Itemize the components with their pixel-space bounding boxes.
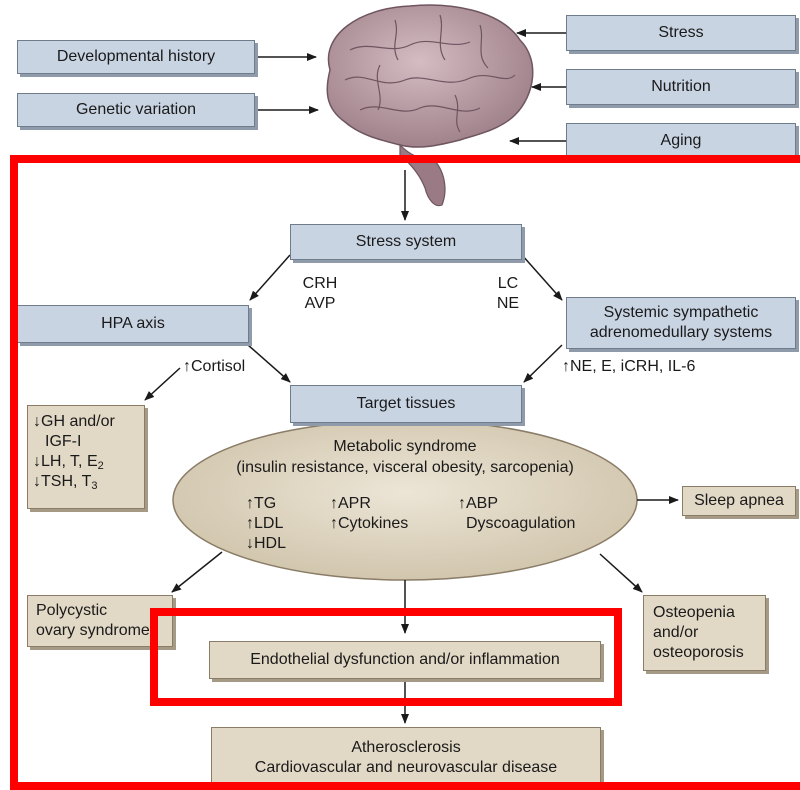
stress-system-label: Stress system — [355, 233, 457, 250]
left-mediators: CRH AVP — [300, 274, 340, 314]
aging-box: Aging — [566, 123, 796, 159]
developmental-history-label: Developmental history — [56, 48, 216, 65]
mediator-crh: CRH — [302, 275, 338, 292]
sympathetic-line-1: Systemic sympathetic — [603, 304, 759, 321]
mediator-lc: LC — [497, 275, 519, 292]
developmental-history-box: Developmental history — [17, 40, 255, 74]
sleep-apnea-label: Sleep apnea — [694, 492, 784, 509]
metabolic-col-3: ↑ABP Dyscoagulation — [458, 494, 575, 534]
hormone-tsh: ↓TSH, T3 — [33, 472, 115, 492]
stress-label: Stress — [658, 24, 704, 41]
nutrition-label: Nutrition — [651, 78, 711, 95]
mediator-ne: NE — [496, 295, 520, 312]
hormone-igf: IGF-I — [45, 433, 82, 450]
metabolic-ldl: ↑LDL — [246, 515, 284, 532]
cortisol-label: ↑Cortisol — [183, 358, 246, 375]
pcos-line-1: Polycystic — [36, 602, 108, 619]
metabolic-tg: ↑TG — [246, 495, 277, 512]
mediator-avp: AVP — [304, 295, 336, 312]
athero-line-1: Atherosclerosis — [351, 739, 461, 756]
osteo-box: Osteopenia and/or osteoporosis — [643, 595, 766, 671]
hormone-lh: ↓LH, T, E2 — [33, 452, 115, 472]
hormone-gh: ↓GH and/or — [33, 413, 115, 430]
osteo-line-3: osteoporosis — [653, 644, 744, 661]
metabolic-apr: ↑APR — [330, 495, 371, 512]
athero-line-2: Cardiovascular and neurovascular disease — [254, 759, 558, 776]
sympathetic-line-2: adrenomedullary systems — [589, 324, 773, 341]
hormone-lh-text: ↓LH, T, E — [33, 453, 98, 470]
sympathetic-box: Systemic sympathetic adrenomedullary sys… — [566, 297, 796, 349]
stress-system-box: Stress system — [290, 224, 522, 260]
hormone-tsh-sub: 3 — [91, 480, 98, 492]
hormone-tsh-text: ↓TSH, T — [33, 473, 92, 490]
hpa-axis-label: HPA axis — [101, 315, 165, 332]
endothelial-box: Endothelial dysfunction and/or inflammat… — [209, 641, 601, 679]
metabolic-hdl: ↓HDL — [246, 535, 287, 552]
genetic-variation-box: Genetic variation — [17, 93, 255, 127]
genetic-variation-label: Genetic variation — [75, 101, 197, 118]
hormone-lh-sub: 2 — [97, 460, 104, 472]
metabolic-col-1: ↑TG ↑LDL ↓HDL — [246, 494, 286, 554]
metabolic-dyscoagulation: Dyscoagulation — [466, 515, 576, 532]
endothelial-label: Endothelial dysfunction and/or inflammat… — [250, 651, 560, 668]
hpa-axis-box: HPA axis — [17, 305, 249, 343]
target-tissues-label: Target tissues — [356, 395, 456, 412]
hormones-box: ↓GH and/or IGF-I ↓LH, T, E2 ↓TSH, T3 — [27, 405, 145, 509]
right-mediators: LC NE — [488, 274, 528, 314]
metabolic-col-2: ↑APR ↑Cytokines — [330, 494, 408, 534]
endothelial-highlight-frame — [150, 608, 622, 706]
target-tissues-box: Target tissues — [290, 385, 522, 423]
metabolic-cytokines: ↑Cytokines — [330, 515, 409, 532]
metabolic-abp: ↑ABP — [458, 495, 499, 512]
pcos-line-2: ovary syndrome — [36, 622, 150, 639]
metabolic-subtitle: (insulin resistance, visceral obesity, s… — [236, 459, 574, 476]
athero-box: Atherosclerosis Cardiovascular and neuro… — [211, 727, 601, 783]
sympathetic-outputs-label: ↑NE, E, iCRH, IL-6 — [562, 358, 696, 375]
stress-box: Stress — [566, 15, 796, 51]
osteo-line-2: and/or — [653, 624, 699, 641]
metabolic-title: Metabolic syndrome — [333, 438, 477, 455]
pcos-box: Polycystic ovary syndrome — [27, 595, 173, 647]
nutrition-box: Nutrition — [566, 69, 796, 105]
sleep-apnea-box: Sleep apnea — [682, 486, 796, 516]
aging-label: Aging — [660, 132, 702, 149]
osteo-line-1: Osteopenia — [653, 604, 735, 621]
